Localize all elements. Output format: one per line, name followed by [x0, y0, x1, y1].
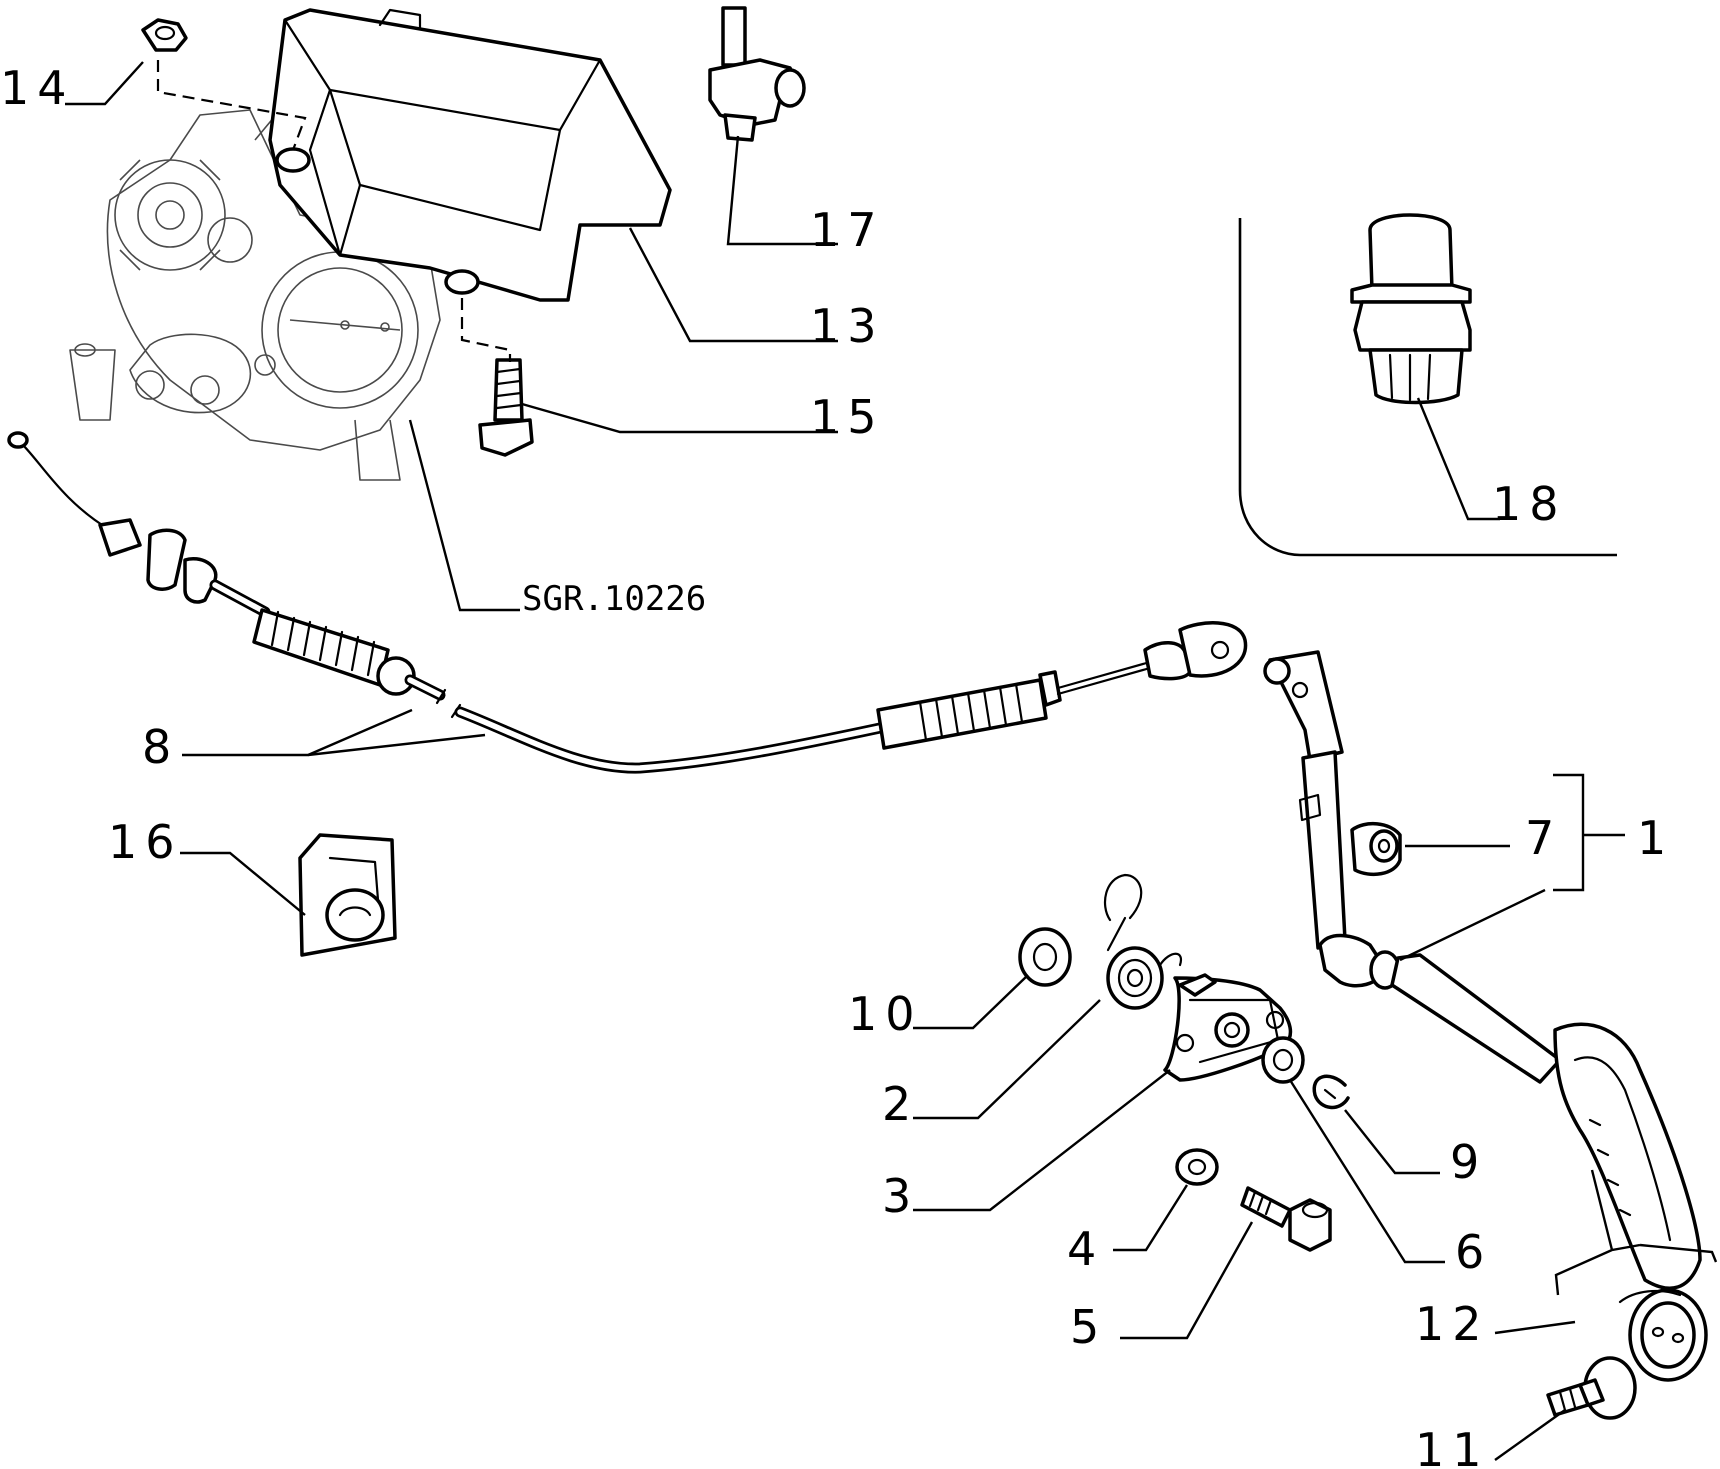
callout-17: 17 — [810, 203, 885, 257]
leader-lines — [65, 61, 1625, 1461]
part-15-screw — [478, 358, 534, 457]
callout-9: 9 — [1450, 1135, 1487, 1189]
callout-3: 3 — [882, 1169, 919, 1223]
part-5-bolt — [1240, 1186, 1332, 1252]
part-14-nut — [141, 18, 188, 52]
callout-1: 1 — [1637, 811, 1674, 865]
callout-6: 6 — [1455, 1225, 1492, 1279]
part-16-clip — [298, 833, 397, 957]
nut-alignment-line — [156, 60, 307, 151]
callout-8: 8 — [142, 720, 179, 774]
diagram-code: SGR.10226 — [522, 579, 706, 619]
pedal-pad-indicator — [1554, 1169, 1718, 1296]
part-2-spring — [1103, 873, 1183, 1010]
part-11-screw — [1546, 1356, 1637, 1420]
callout-2: 2 — [882, 1077, 919, 1131]
part-4-washer — [1175, 1148, 1219, 1186]
part-18-switch — [1350, 213, 1472, 405]
part-9-circlip — [1312, 1074, 1350, 1110]
callout-14: 14 — [0, 61, 75, 115]
part-6-washer — [1261, 1036, 1305, 1084]
part-8-accelerator-cable — [7, 431, 1248, 774]
callout-16: 16 — [108, 815, 183, 869]
callout-10: 10 — [848, 987, 923, 1041]
callout-7: 7 — [1525, 811, 1562, 865]
screw-alignment-line — [460, 298, 512, 362]
callout-12: 12 — [1415, 1297, 1490, 1351]
callout-5: 5 — [1070, 1300, 1107, 1354]
callout-labels: 14 17 13 15 SGR.10226 18 8 16 7 1 10 2 3… — [0, 61, 1674, 1469]
part-7-bush — [1350, 822, 1402, 877]
callout-15: 15 — [810, 390, 885, 444]
callout-18: 18 — [1492, 477, 1567, 531]
part-13-cover-box — [268, 8, 672, 302]
part-10-washer — [1018, 927, 1072, 987]
part-12-pedal-pad — [1618, 1288, 1708, 1382]
callout-4: 4 — [1067, 1222, 1104, 1276]
callout-11: 11 — [1415, 1423, 1490, 1469]
part-1-pedal-assembly — [1263, 650, 1702, 1290]
part-18-frame — [1238, 218, 1617, 557]
callout-13: 13 — [810, 299, 885, 353]
part-17-connector — [708, 6, 806, 142]
